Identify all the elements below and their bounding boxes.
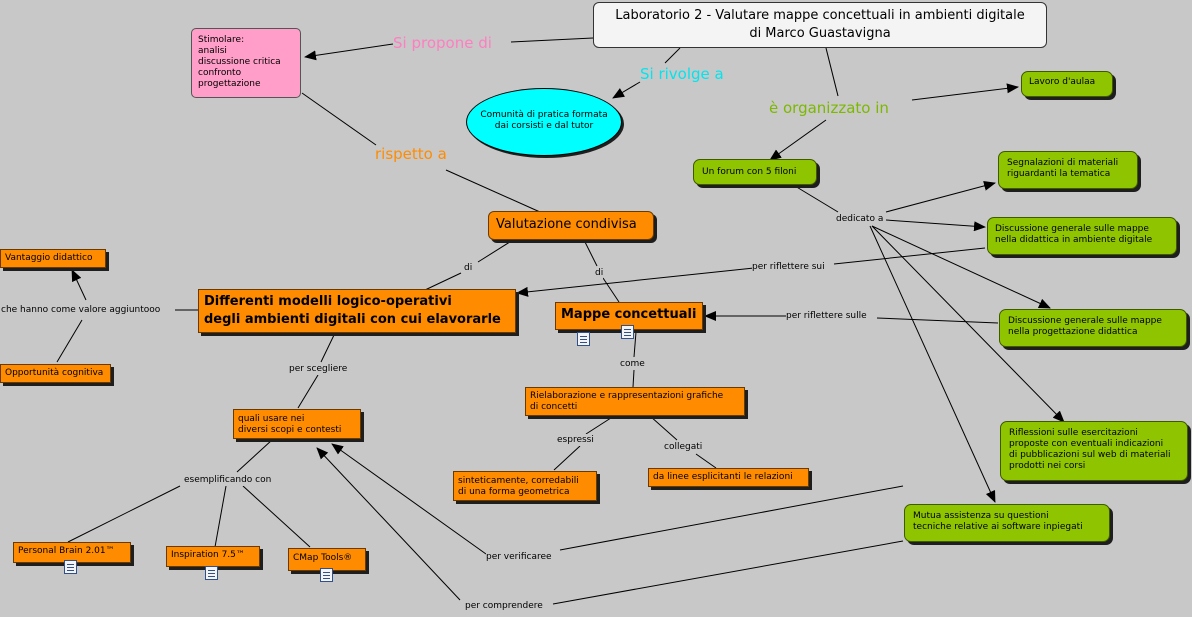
- stimolare-node[interactable]: Stimolare: analisi discussione critica c…: [191, 28, 301, 98]
- sinteticamente-node[interactable]: sinteticamente, corredabili di una forma…: [453, 471, 597, 501]
- link: [242, 485, 311, 548]
- link-label-si-rivolge: Si rivolge a: [640, 65, 724, 83]
- link-label-si-propone: Si propone di: [393, 34, 492, 52]
- riflessioni-node[interactable]: Riflessioni sulle esercitazioni proposte…: [1000, 421, 1188, 481]
- link-label-per-riflettere-sui: per riflettere sui: [752, 261, 825, 273]
- link: [71, 269, 87, 301]
- link-label-esemplificando: esemplificando con: [184, 474, 272, 486]
- link: [871, 225, 1065, 423]
- link: [649, 415, 678, 441]
- link: [236, 439, 273, 473]
- link-label-collegati: collegati: [664, 441, 703, 453]
- link: [516, 267, 755, 297]
- link-label-per-riflettere-sulle: per riflettere sulle: [786, 310, 867, 322]
- link: [911, 83, 1019, 101]
- link: [871, 225, 1051, 309]
- link: [297, 374, 319, 409]
- link-label-organizzato: è organizzato in: [769, 99, 889, 117]
- inspiration-node[interactable]: Inspiration 7.5™: [166, 546, 260, 567]
- link: [214, 485, 227, 548]
- title-node[interactable]: Laboratorio 2 - Valutare mappe concettua…: [593, 2, 1047, 48]
- link: [612, 81, 641, 99]
- link: [424, 272, 462, 291]
- link-label-valore: che hanno come valore aggiuntooo: [1, 304, 161, 316]
- link-label-come: come: [620, 358, 645, 370]
- comunita-node[interactable]: Comunità di pratica formata dai corsisti…: [466, 88, 622, 156]
- link: [67, 485, 181, 543]
- link: [885, 219, 986, 232]
- valutazione-node[interactable]: Valutazione condivisa: [488, 211, 654, 240]
- link: [633, 331, 637, 358]
- discussione-progettazione-node[interactable]: Discussione generale sulle mappe nella p…: [999, 309, 1187, 347]
- link: [301, 92, 377, 146]
- linee-node[interactable]: da linee esplicitanti le relazioni: [648, 468, 809, 487]
- segnalazioni-node[interactable]: Segnalazioni di materiali riguardanti la…: [998, 151, 1138, 189]
- link: [320, 332, 336, 363]
- quali-node[interactable]: quali usare nei diversi scopi e contesti: [233, 409, 361, 439]
- link: [602, 277, 620, 303]
- link: [304, 43, 394, 61]
- link: [789, 182, 839, 213]
- concept-map-icon[interactable]: [205, 566, 218, 580]
- link-label-rispetto: rispetto a: [375, 145, 447, 163]
- lavoro-aula-node[interactable]: Lavoro d'aulaa: [1021, 71, 1113, 97]
- link: [583, 239, 598, 267]
- link-label-dedicato: dedicato a: [836, 213, 884, 225]
- link: [769, 119, 827, 161]
- link: [553, 445, 581, 471]
- link-label-per-scegliere: per scegliere: [289, 363, 348, 375]
- link: [695, 453, 717, 469]
- link: [833, 247, 986, 265]
- forum-node[interactable]: Un forum con 5 filoni: [693, 159, 817, 185]
- link: [477, 239, 514, 263]
- concept-map-icon[interactable]: [64, 560, 77, 574]
- link-label-per-verificare: per verificaree: [486, 551, 552, 563]
- concept-map-icon[interactable]: [621, 325, 634, 339]
- link-label-di-left: di: [464, 262, 473, 274]
- link-label-di-right: di: [595, 267, 604, 279]
- link: [885, 180, 996, 213]
- discussione-didattica-node[interactable]: Discussione generale sulle mappe nella d…: [987, 217, 1177, 255]
- concept-map-icon[interactable]: [320, 568, 333, 582]
- link: [869, 225, 996, 503]
- link: [664, 47, 681, 64]
- link: [316, 447, 461, 601]
- mutua-node[interactable]: Mutua assistenza su questioni tecniche r…: [904, 504, 1110, 542]
- link: [56, 319, 83, 363]
- rielaborazione-node[interactable]: Rielaborazione e rappresentazioni grafic…: [525, 387, 745, 416]
- document-icon[interactable]: [577, 332, 590, 346]
- link: [585, 415, 615, 435]
- link: [876, 317, 999, 324]
- link: [632, 369, 635, 388]
- link: [331, 443, 487, 555]
- link-label-espressi: espressi: [557, 434, 594, 446]
- link: [552, 540, 904, 605]
- link: [559, 485, 904, 551]
- vantaggio-node[interactable]: Vantaggio didattico: [0, 249, 106, 268]
- modelli-node[interactable]: Differenti modelli logico-operativi degl…: [198, 289, 516, 333]
- link: [510, 37, 594, 43]
- link-label-per-comprendere: per comprendere: [465, 600, 543, 612]
- link: [445, 169, 541, 213]
- opportunita-node[interactable]: Opportunità cognitiva: [0, 364, 111, 383]
- link: [825, 47, 839, 97]
